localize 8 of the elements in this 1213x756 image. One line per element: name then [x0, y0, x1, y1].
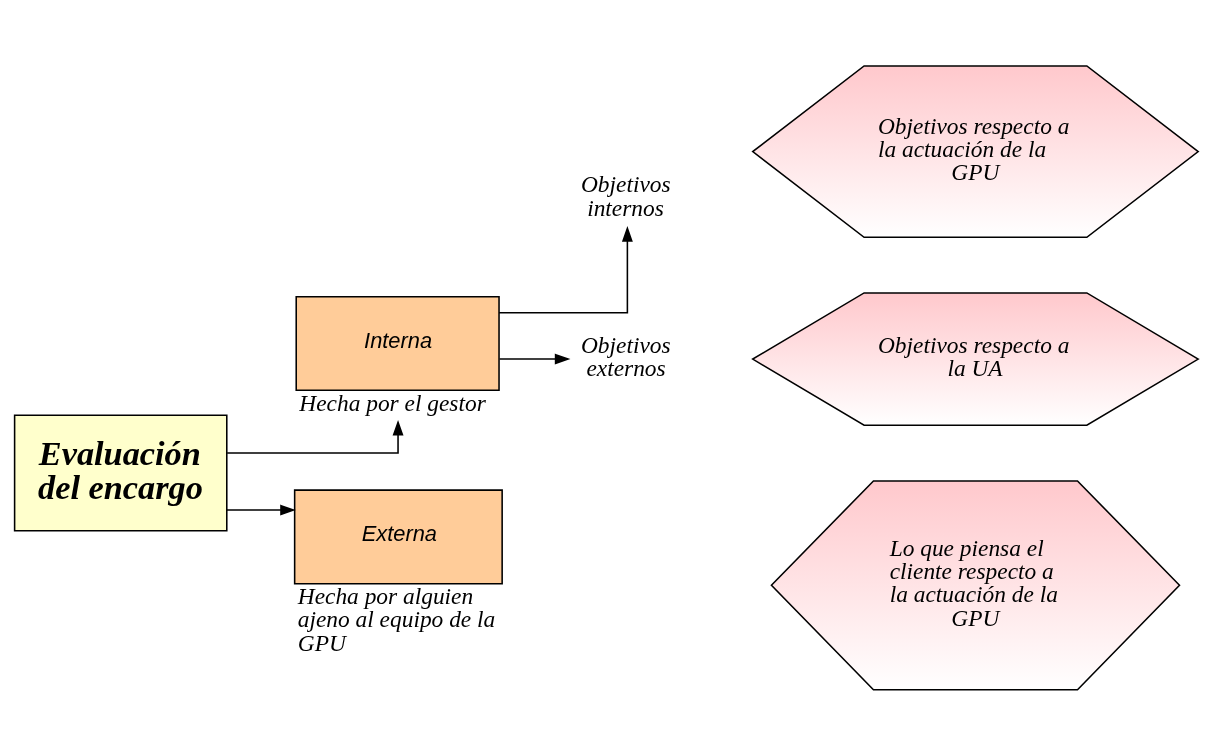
- node-label: Hecha por alguien ajeno al equipo de la GPU: [297, 583, 496, 656]
- node-text: Objetivos internos: [580, 171, 671, 221]
- arrow: [226, 419, 404, 454]
- arrow: [226, 504, 296, 516]
- node-text: Objetivos externos: [580, 331, 671, 382]
- arrow: [498, 226, 633, 314]
- arrow: [498, 353, 571, 365]
- node-label: Hecha por el gestor: [299, 389, 486, 416]
